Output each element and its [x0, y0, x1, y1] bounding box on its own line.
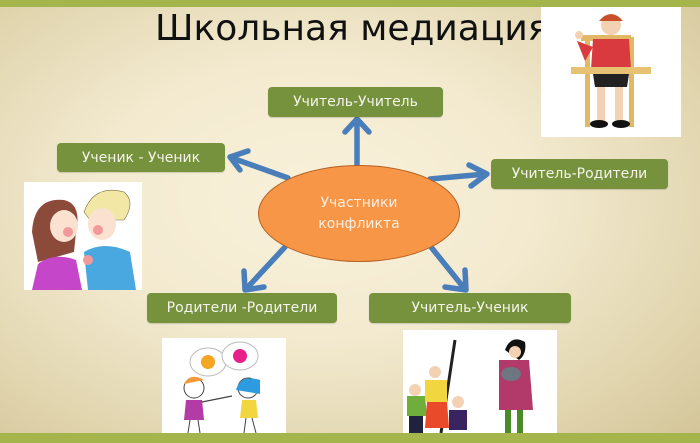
teacher-at-desk-image: [541, 7, 681, 137]
arrow-to-student-student: [229, 155, 291, 181]
center-line-2: конфликта: [318, 215, 400, 232]
box-parents-parents: Родители -Родители: [147, 293, 337, 323]
arrow-to-teacher-parents: [427, 171, 489, 182]
center-line-1: Участники: [320, 194, 398, 211]
slide-title: Школьная медиация: [155, 8, 550, 49]
box-teacher-student: Учитель-Ученик: [369, 293, 571, 323]
two-children-arguing-image: [24, 182, 142, 290]
teacher-and-students-image: [403, 330, 557, 433]
box-student-student: Ученик - Ученик: [57, 143, 225, 172]
box-teacher-parents: Учитель-Родители: [491, 159, 668, 189]
two-parents-arguing-image: [162, 338, 286, 433]
top-accent-bar: [0, 0, 700, 7]
arrow-to-parents-parents: [244, 244, 288, 291]
arrow-to-teacher-student: [428, 244, 467, 291]
box-teacher-teacher: Учитель-Учитель: [268, 87, 443, 117]
bottom-accent-bar: [0, 433, 700, 443]
center-node-conflict-participants: Участники конфликта: [258, 165, 460, 262]
